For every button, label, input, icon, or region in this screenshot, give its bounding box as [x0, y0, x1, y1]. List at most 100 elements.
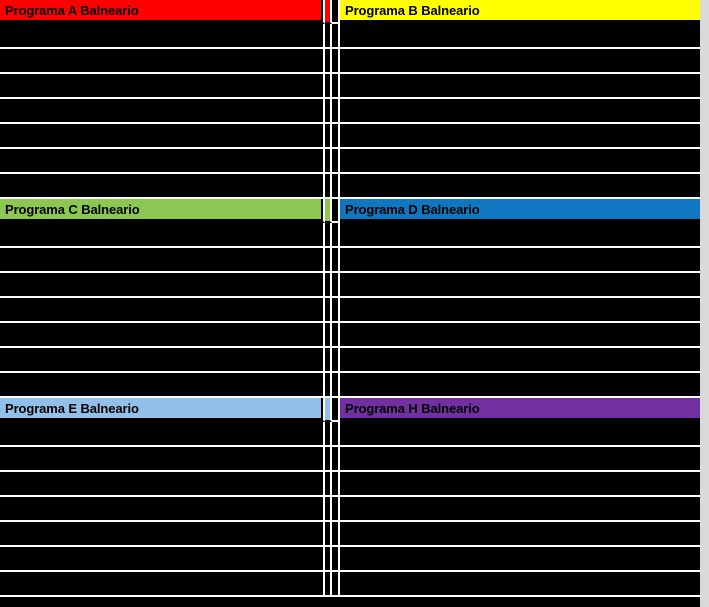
table-row[interactable] [0, 124, 325, 149]
table-row[interactable] [0, 323, 325, 348]
gutter-cell[interactable] [325, 522, 332, 547]
gutter-cell[interactable] [332, 199, 340, 223]
gutter-cell[interactable] [325, 422, 332, 447]
gutter-cell[interactable] [325, 0, 332, 24]
table-row[interactable] [0, 572, 325, 597]
gutter-cell[interactable] [332, 447, 340, 472]
table-row[interactable] [340, 422, 700, 447]
gutter-cell[interactable] [325, 49, 332, 74]
section-header-row-programa-e[interactable]: Programa E Balneario [0, 398, 325, 422]
table-row[interactable] [340, 348, 700, 373]
gutter-cell[interactable] [325, 223, 332, 248]
table-row[interactable] [0, 248, 325, 273]
gutter-cell[interactable] [332, 348, 340, 373]
table-row[interactable] [0, 348, 325, 373]
gutter-cell[interactable] [325, 323, 332, 348]
section-header-row-programa-h[interactable]: Programa H Balneario [340, 398, 700, 422]
section-header-row-programa-c[interactable]: Programa C Balneario [0, 199, 325, 223]
table-row[interactable] [340, 99, 700, 124]
gutter-cell[interactable] [325, 373, 332, 398]
gutter-cell[interactable] [325, 248, 332, 273]
gutter-cell[interactable] [325, 472, 332, 497]
gutter-cell[interactable] [332, 572, 340, 597]
table-row[interactable] [0, 447, 325, 472]
table-row[interactable] [0, 298, 325, 323]
table-row[interactable] [340, 124, 700, 149]
gutter-cell[interactable] [332, 223, 340, 248]
section-title-programa-c: Programa C Balneario [5, 201, 140, 217]
gutter-cell[interactable] [332, 472, 340, 497]
table-row[interactable] [340, 273, 700, 298]
gutter-cell[interactable] [325, 149, 332, 174]
table-row[interactable] [340, 572, 700, 597]
table-row[interactable] [340, 497, 700, 522]
table-row[interactable] [0, 422, 325, 447]
table-row[interactable] [340, 24, 700, 49]
gutter-cell[interactable] [325, 298, 332, 323]
gutter-cell[interactable] [325, 99, 332, 124]
gutter-cell[interactable] [325, 74, 332, 99]
table-row[interactable] [0, 149, 325, 174]
table-row[interactable] [340, 49, 700, 74]
gutter-cell[interactable] [332, 398, 340, 422]
gutter-cell[interactable] [332, 24, 340, 49]
gutter-cell[interactable] [332, 74, 340, 99]
gutter-cell[interactable] [332, 248, 340, 273]
gutter-cell[interactable] [325, 447, 332, 472]
table-row[interactable] [340, 223, 700, 248]
table-row[interactable] [0, 174, 325, 199]
gutter-cell[interactable] [325, 124, 332, 149]
table-row[interactable] [340, 373, 700, 398]
gutter-cell[interactable] [332, 547, 340, 572]
gutter-cell[interactable] [325, 348, 332, 373]
table-row[interactable] [340, 298, 700, 323]
table-row[interactable] [340, 323, 700, 348]
gutter-cell[interactable] [325, 174, 332, 199]
table-row[interactable] [0, 522, 325, 547]
table-row[interactable] [340, 547, 700, 572]
table-row[interactable] [0, 373, 325, 398]
gutter-cell[interactable] [332, 174, 340, 199]
gutter-cell[interactable] [325, 398, 332, 422]
table-row[interactable] [340, 74, 700, 99]
table-row[interactable] [340, 174, 700, 199]
gutter-cell[interactable] [332, 422, 340, 447]
gutter-cell[interactable] [332, 373, 340, 398]
table-row[interactable] [0, 99, 325, 124]
gutter-cell[interactable] [332, 49, 340, 74]
table-row[interactable] [340, 472, 700, 497]
section-header-row-programa-a[interactable]: Programa A Balneario [0, 0, 325, 24]
gutter-cell[interactable] [325, 497, 332, 522]
table-row[interactable] [0, 24, 325, 49]
gutter-cell[interactable] [325, 273, 332, 298]
gutter-cell[interactable] [332, 298, 340, 323]
gutter-cell[interactable] [325, 24, 332, 49]
gutter-cell[interactable] [332, 149, 340, 174]
gutter-cell[interactable] [332, 273, 340, 298]
table-row[interactable] [0, 472, 325, 497]
gutter-cell[interactable] [325, 547, 332, 572]
gutter-cell[interactable] [332, 124, 340, 149]
table-row[interactable] [0, 497, 325, 522]
gutter-cell[interactable] [332, 99, 340, 124]
table-row[interactable] [340, 248, 700, 273]
table-row[interactable] [0, 223, 325, 248]
section-header-row-programa-d[interactable]: Programa D Balneario [340, 199, 700, 223]
table-row[interactable] [0, 547, 325, 572]
table-row[interactable] [340, 447, 700, 472]
section-title-programa-a: Programa A Balneario [5, 2, 139, 18]
table-row[interactable] [0, 273, 325, 298]
table-row[interactable] [340, 149, 700, 174]
table-row[interactable] [340, 522, 700, 547]
gutter-cell[interactable] [332, 522, 340, 547]
table-row[interactable] [0, 74, 325, 99]
gutter-cell[interactable] [332, 0, 340, 24]
gutter-cell[interactable] [325, 572, 332, 597]
gutter-cell[interactable] [325, 199, 332, 223]
table-row[interactable] [0, 49, 325, 74]
gutter-cell[interactable] [332, 323, 340, 348]
left-column: Programa A Balneario Programa C Balneari… [0, 0, 325, 607]
section-header-row-programa-b[interactable]: Programa B Balneario [340, 0, 700, 24]
color-band-green: Programa C Balneario [0, 199, 321, 219]
gutter-cell[interactable] [332, 497, 340, 522]
